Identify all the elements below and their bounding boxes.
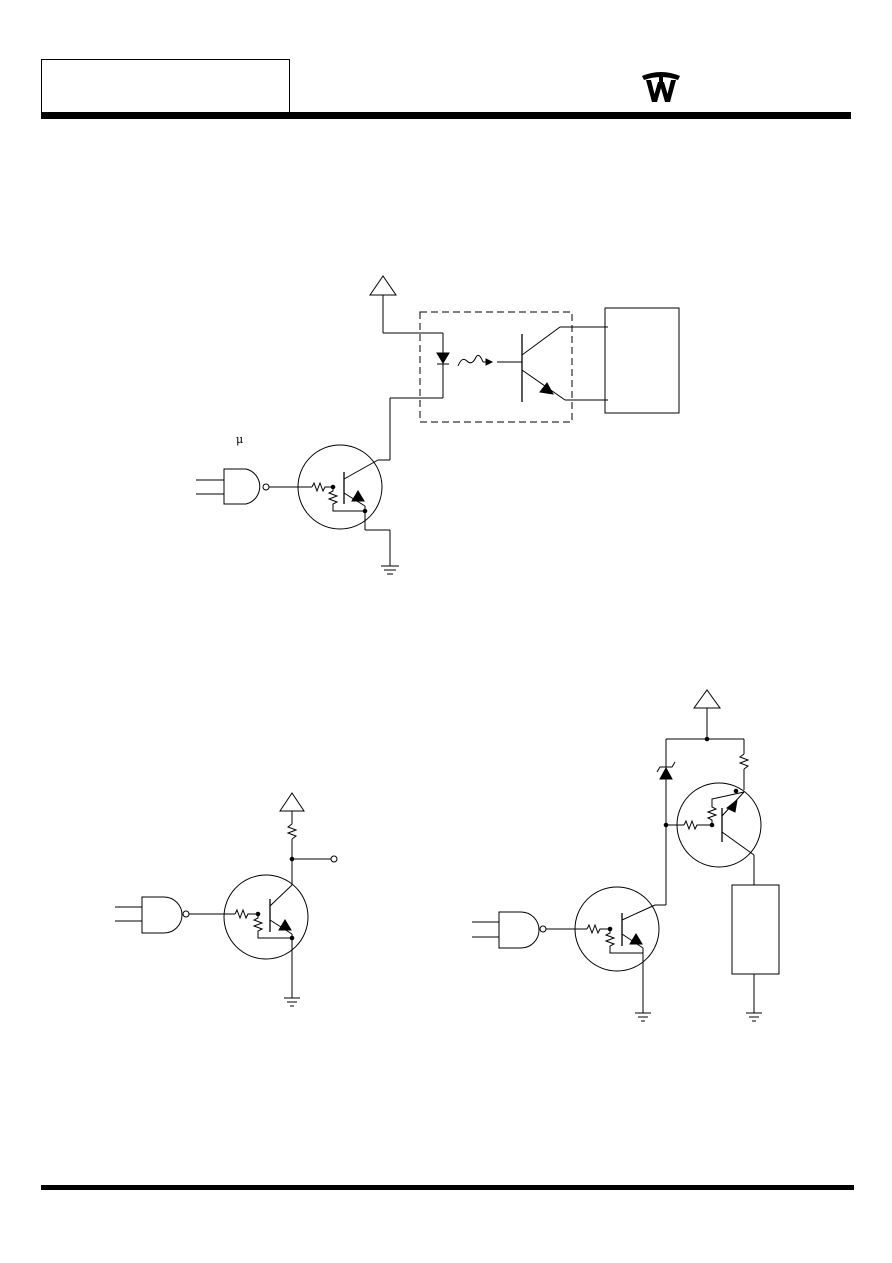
diagram-pullup	[115, 792, 338, 1007]
tw-logo-icon	[642, 72, 680, 102]
led-symbol	[436, 352, 450, 364]
optocoupler-box	[419, 311, 573, 423]
transistor-1	[297, 444, 383, 530]
load-box-1	[604, 307, 680, 414]
transistor-2	[223, 874, 309, 960]
light-wave	[457, 354, 484, 367]
diagram-optocoupler	[196, 275, 680, 575]
vcc-symbol	[279, 792, 305, 812]
header-box	[41, 59, 290, 113]
ground-symbol-1	[381, 565, 399, 575]
microcontroller-label: μ	[236, 433, 244, 446]
transistor-4	[574, 886, 660, 972]
output-terminal	[330, 855, 338, 863]
header-rule	[41, 112, 851, 119]
nand-gate-1	[223, 468, 261, 505]
zener-diode	[659, 766, 673, 780]
nand-gate-2	[141, 896, 183, 934]
vcc-symbol	[369, 275, 397, 296]
nand-gate-3	[498, 911, 540, 949]
footer-rule	[41, 1185, 854, 1190]
load-box-2	[731, 884, 780, 975]
transistor-3	[676, 782, 762, 868]
diagram-highside	[472, 689, 780, 1022]
ground-symbol-3	[746, 1012, 762, 1022]
ground-symbol-4	[635, 1012, 651, 1022]
ground-symbol-2	[284, 997, 300, 1007]
vcc-symbol	[693, 689, 721, 709]
